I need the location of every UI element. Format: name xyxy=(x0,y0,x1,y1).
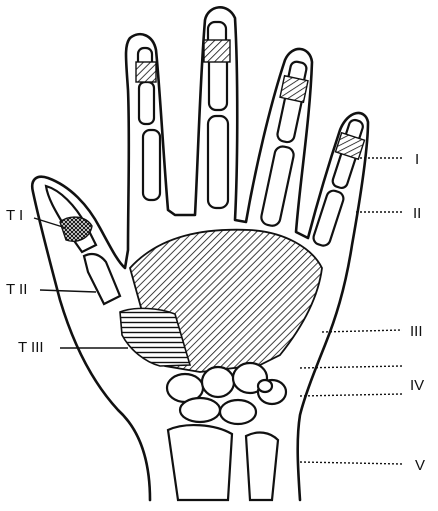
label-t1: T I xyxy=(6,207,23,224)
forearm-bones xyxy=(168,425,278,500)
label-r5: V xyxy=(415,457,425,474)
fingertip-hatching xyxy=(136,40,365,159)
label-r4: IV xyxy=(410,377,424,394)
label-r1: I xyxy=(415,151,419,168)
carpal-bones xyxy=(167,363,286,424)
label-t2: T II xyxy=(6,281,27,298)
label-r3: III xyxy=(410,323,423,340)
label-r2: II xyxy=(413,205,421,222)
label-t3: T III xyxy=(18,339,44,356)
